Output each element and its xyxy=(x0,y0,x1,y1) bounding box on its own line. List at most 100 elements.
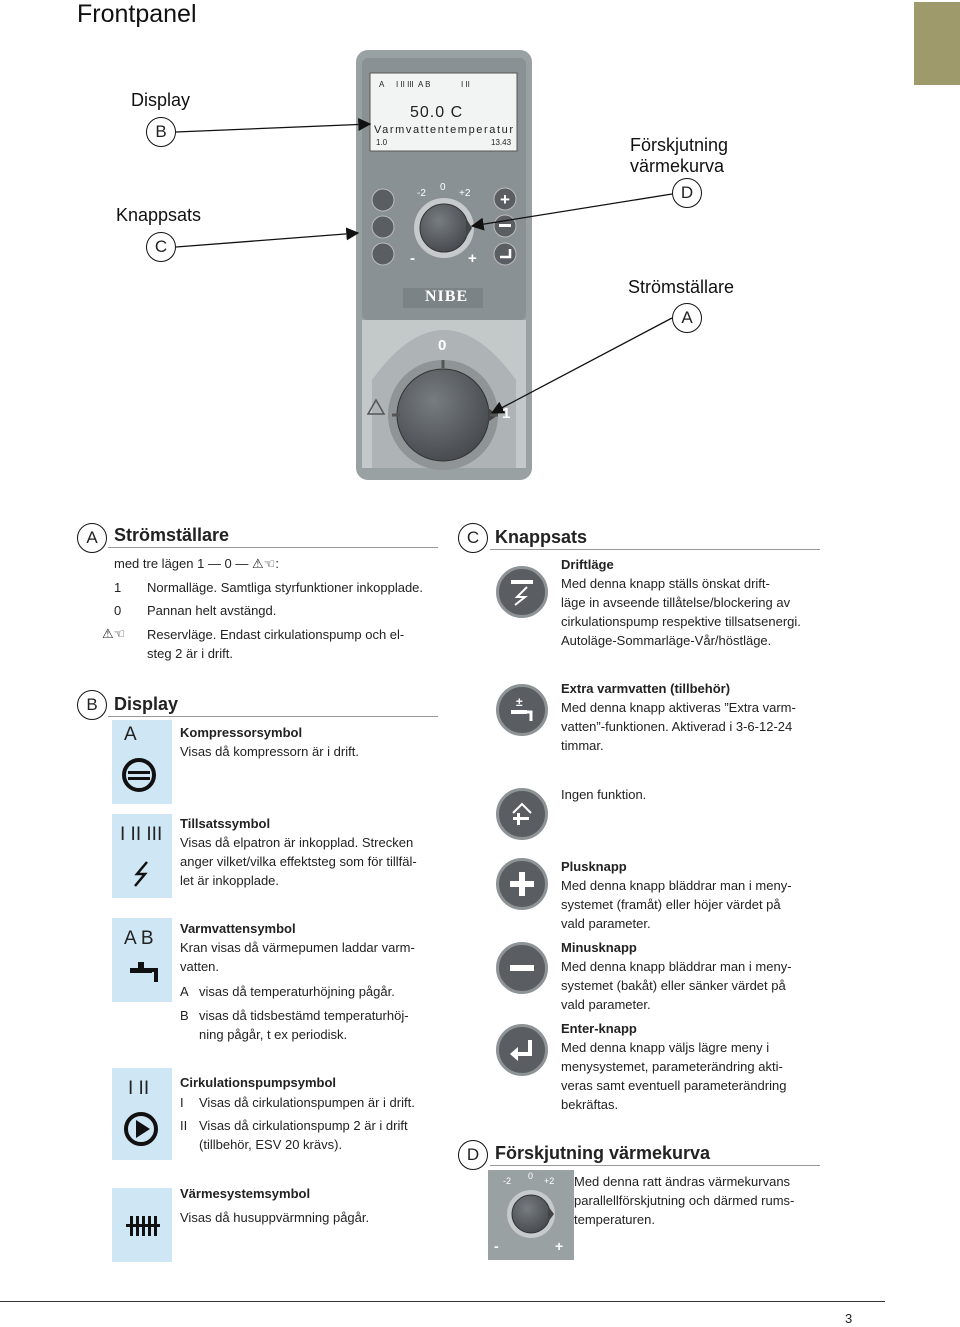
page-title: Frontpanel xyxy=(77,0,197,28)
c2-line2: vatten”-funktionen. Aktiverad i 3-6-12-2… xyxy=(561,719,793,734)
c1-line4: Autoläge-Sommarläge-Vår/höstläge. xyxy=(561,633,772,648)
compressor-icon: A xyxy=(112,720,172,804)
d-dial-minus2: -2 xyxy=(503,1176,512,1186)
c5-title: Minusknapp xyxy=(561,940,637,955)
warning-hand-icon: ⚠☜ xyxy=(252,556,276,571)
circulation-pump-icon: I II xyxy=(112,1068,172,1160)
curve-label-1: Förskjutning xyxy=(630,135,729,155)
c2-title: Extra varmvatten (tillbehör) xyxy=(561,681,731,696)
c4-line3: vald parameter. xyxy=(561,916,651,931)
c3-line1: Ingen funktion. xyxy=(561,787,647,802)
section-a-intro: med tre lägen 1 — 0 — ⚠☜: xyxy=(114,556,279,571)
section-a-heading: Strömställare xyxy=(114,525,230,545)
section-a-text-1: Normalläge. Samtliga styrfunktioner inko… xyxy=(147,580,424,595)
b2-line3: let är inkopplade. xyxy=(180,873,280,888)
b3-sub-a-key: A xyxy=(180,984,189,999)
lcd-top-roman: I II III xyxy=(396,80,414,89)
lcd-time: 13.43 xyxy=(491,138,512,147)
lcd-top-pump: I II xyxy=(461,80,470,89)
c6-line2: menysystemet, parameterändring akti- xyxy=(561,1059,783,1074)
curve-label-2: värmekurva xyxy=(630,156,725,176)
dial-plus: + xyxy=(468,250,477,267)
section-a-text-reserve-1: Reservläge. Endast cirkulationspump och … xyxy=(147,627,405,642)
addition-icon: I II III xyxy=(112,814,172,898)
dial-minus: - xyxy=(410,250,415,267)
b1-title: Kompressorsymbol xyxy=(180,725,303,740)
switch-label: Strömställare xyxy=(628,277,735,297)
lcd-text: Varmvattentemperatur xyxy=(374,124,515,136)
b4-sub-2-line2: (tillbehör, ESV 20 krävs). xyxy=(199,1137,343,1152)
b2-line1: Visas då elpatron är inkopplad. Strecken xyxy=(180,835,414,850)
c6-line1: Med denna knapp väljs lägre meny i xyxy=(561,1040,770,1055)
section-a-letter: A xyxy=(77,523,107,553)
switch-letter: A xyxy=(672,303,702,333)
chapter-tab xyxy=(914,2,960,85)
hot-water-icon: A B xyxy=(112,918,172,1002)
keypad-letter: C xyxy=(146,232,176,262)
page-number: 3 xyxy=(845,1311,853,1326)
b3-sub-b-key: B xyxy=(180,1008,189,1023)
b4-sub-1-line1: Visas då cirkulationspumpen är i drift. xyxy=(199,1095,415,1110)
c6-title: Enter-knapp xyxy=(561,1021,637,1036)
section-c-letter: C xyxy=(458,523,488,553)
d-line3: temperaturen. xyxy=(574,1212,655,1227)
d-line2: parallellförskjutning och därmed rums- xyxy=(574,1193,795,1208)
b2-title: Tillsatssymbol xyxy=(180,816,271,831)
section-c-heading: Knappsats xyxy=(495,527,588,547)
b3-sub-b-line1: visas då tidsbestämd temperaturhöj- xyxy=(199,1008,409,1023)
heating-system-icon xyxy=(112,1188,172,1262)
c6-line3: veras samt eventuell parameterändring xyxy=(561,1078,787,1093)
section-b-letter: B xyxy=(77,690,107,720)
dial-plus2: +2 xyxy=(459,188,471,199)
keypad-label: Knappsats xyxy=(116,205,202,225)
b4-title: Cirkulationspumpsymbol xyxy=(180,1075,337,1090)
mode-button-icon xyxy=(496,566,548,618)
dial-zero: 0 xyxy=(440,182,446,193)
d-dial-zero: 0 xyxy=(528,1171,534,1181)
c1-line2: läge in avseende tillåtelse/blockering a… xyxy=(561,595,791,610)
c4-line1: Med denna knapp bläddrar man i meny- xyxy=(561,878,792,893)
section-d-heading: Förskjutning värmekurva xyxy=(495,1143,711,1163)
curve-dial-icon xyxy=(488,1170,574,1260)
b4-sub-2-line1: Visas då cirkulationspump 2 är i drift xyxy=(199,1118,408,1133)
c4-line2: systemet (framåt) eller höjer värdet på xyxy=(561,897,781,912)
c2-line1: Med denna knapp aktiveras ”Extra varm- xyxy=(561,700,796,715)
section-a-text-reserve-2: steg 2 är i drift. xyxy=(147,646,233,661)
section-a-key-1: 1 xyxy=(114,580,122,595)
b3-title: Varmvattensymbol xyxy=(180,921,296,936)
lcd-value: 50.0 C xyxy=(410,104,464,121)
enter-button-icon xyxy=(496,1024,548,1076)
lcd-top-a: A xyxy=(379,80,385,89)
b1-line1: Visas då kompressorn är i drift. xyxy=(180,744,359,759)
section-a-text-0: Pannan helt avstängd. xyxy=(147,603,277,618)
b3-line1: Kran visas då värmepumen laddar varm- xyxy=(180,940,415,955)
c5-line1: Med denna knapp bläddrar man i meny- xyxy=(561,959,792,974)
svg-text:+: + xyxy=(500,190,510,209)
extra-hot-water-button-icon: ± xyxy=(496,684,548,736)
curve-letter: D xyxy=(672,178,702,208)
b3-line2: vatten. xyxy=(180,959,220,974)
dial-minus2: -2 xyxy=(417,188,426,199)
section-a-key-0: 0 xyxy=(114,603,122,618)
c5-line2: systemet (bakåt) eller sänker värdet på xyxy=(561,978,786,993)
plus-button-icon xyxy=(496,858,548,910)
c6-line4: bekräftas. xyxy=(561,1097,619,1112)
minus-button-icon xyxy=(496,942,548,994)
b3-sub-a-line1: visas då temperaturhöjning pågår. xyxy=(199,984,395,999)
d-dial-minus: - xyxy=(494,1238,499,1254)
lcd-bottom-left: 1.0 xyxy=(376,138,388,147)
c1-line1: Med denna knapp ställs önskat drift- xyxy=(561,576,770,591)
lcd-top-ab: A B xyxy=(418,80,431,89)
warning-hand-icon-2: ⚠☜ xyxy=(102,626,126,641)
b3-sub-b-line2: ning pågår, t ex periodisk. xyxy=(199,1027,348,1042)
b4-sub-2-key: II xyxy=(180,1118,188,1133)
d-line1: Med denna ratt ändras värmekurvans xyxy=(574,1174,791,1189)
brand-logo: NIBE xyxy=(425,288,469,305)
display-letter: B xyxy=(146,117,176,147)
d-dial-plus: + xyxy=(555,1238,564,1254)
c2-line3: timmar. xyxy=(561,738,604,753)
display-label: Display xyxy=(131,90,191,110)
front-panel-illustration: + xyxy=(175,50,673,480)
no-function-button-icon xyxy=(496,788,548,840)
c1-title: Driftläge xyxy=(561,557,614,572)
